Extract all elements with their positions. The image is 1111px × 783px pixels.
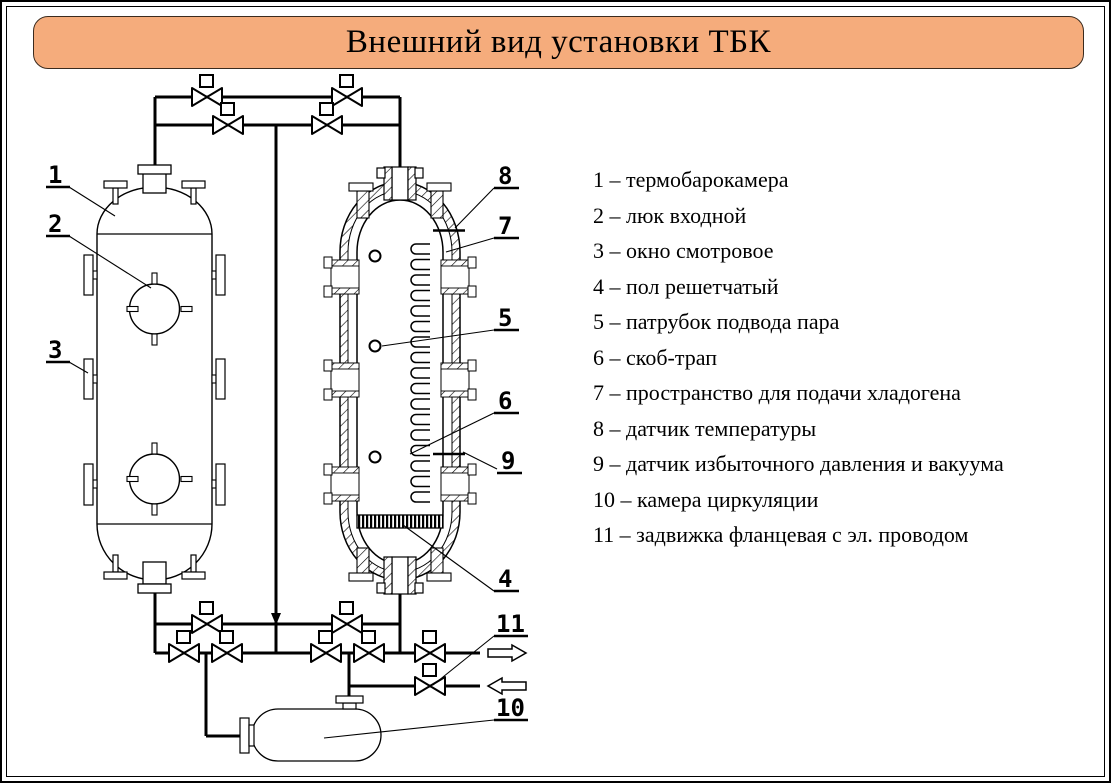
legend-item-9: 9 – датчик избыточного давления и вакуум… [593, 451, 1004, 476]
hatch-port-upper [126, 272, 193, 346]
legend-item-2: 2 – люк входной [593, 202, 747, 228]
top-nozzle [376, 166, 424, 201]
callout-numbers: 1 2 3 8 7 5 6 9 4 11 10 [48, 161, 525, 722]
grating-floor [356, 514, 444, 529]
callout-4: 4 [498, 565, 512, 593]
legend-item-10: 10 – камера циркуляции [593, 486, 819, 512]
circulation-tank [239, 695, 382, 762]
legend: 1 – термобарокамера 2 – люк входной 3 – … [593, 162, 1098, 553]
callout-leaders [68, 186, 498, 739]
valve-icon [331, 74, 363, 107]
valve-icon [168, 630, 200, 663]
callout-11: 11 [496, 610, 525, 638]
legend-item-5: 5 – патрубок подвода пара [593, 309, 840, 334]
legend-item-1: 1 – термобарокамера [593, 167, 789, 192]
flow-junction-arrow [271, 613, 281, 625]
legend-item-8: 8 – датчик температуры [593, 415, 817, 441]
callout-9: 9 [501, 447, 515, 475]
side-flanges-left [83, 254, 98, 506]
port-circle-top [368, 249, 382, 263]
staple-ladder [410, 243, 430, 503]
callout-3: 3 [48, 336, 62, 364]
dome-stems [348, 182, 452, 582]
valve-icon [310, 630, 342, 663]
callout-8: 8 [498, 162, 512, 190]
side-flanges-right [211, 254, 226, 506]
callout-1: 1 [48, 161, 62, 189]
callout-6: 6 [498, 387, 512, 415]
steam-inlet-circle [368, 339, 382, 353]
valve-icon [353, 630, 385, 663]
valve-icon [311, 102, 343, 135]
valve-icon [414, 630, 446, 663]
left-vessel [83, 164, 226, 594]
valve-icon [191, 601, 223, 634]
page-title: Внешний вид установки ТБК [345, 24, 772, 60]
legend-item-4: 4 – пол решетчатый [593, 273, 779, 299]
hatch-port-lower [126, 442, 193, 516]
legend-item-11: 11 – задвижка фланцевая с эл. проводом [593, 522, 969, 547]
right-vessel [323, 166, 477, 595]
jacket-flanges [323, 256, 477, 505]
legend-item-7: 7 – пространство для подачи хладогена [593, 380, 961, 405]
legend-item-6: 6 – скоб-трап [593, 344, 717, 370]
callout-2: 2 [48, 210, 62, 238]
legend-item-3: 3 – окно смотровое [593, 238, 774, 263]
port-circle-bottom [368, 450, 382, 464]
bottom-nozzle [376, 556, 424, 595]
callout-5: 5 [498, 304, 512, 332]
outlet-arrow-icon [487, 643, 528, 663]
title-bar: Внешний вид установки ТБК [33, 16, 1084, 69]
valve-icon [212, 102, 244, 135]
valve-icon [211, 630, 243, 663]
callout-10: 10 [496, 694, 525, 722]
callout-underlines [46, 185, 528, 722]
valve-icon [191, 74, 223, 107]
valve-icon [331, 601, 363, 634]
callout-7: 7 [498, 212, 512, 240]
inlet-arrow-icon [486, 676, 527, 696]
